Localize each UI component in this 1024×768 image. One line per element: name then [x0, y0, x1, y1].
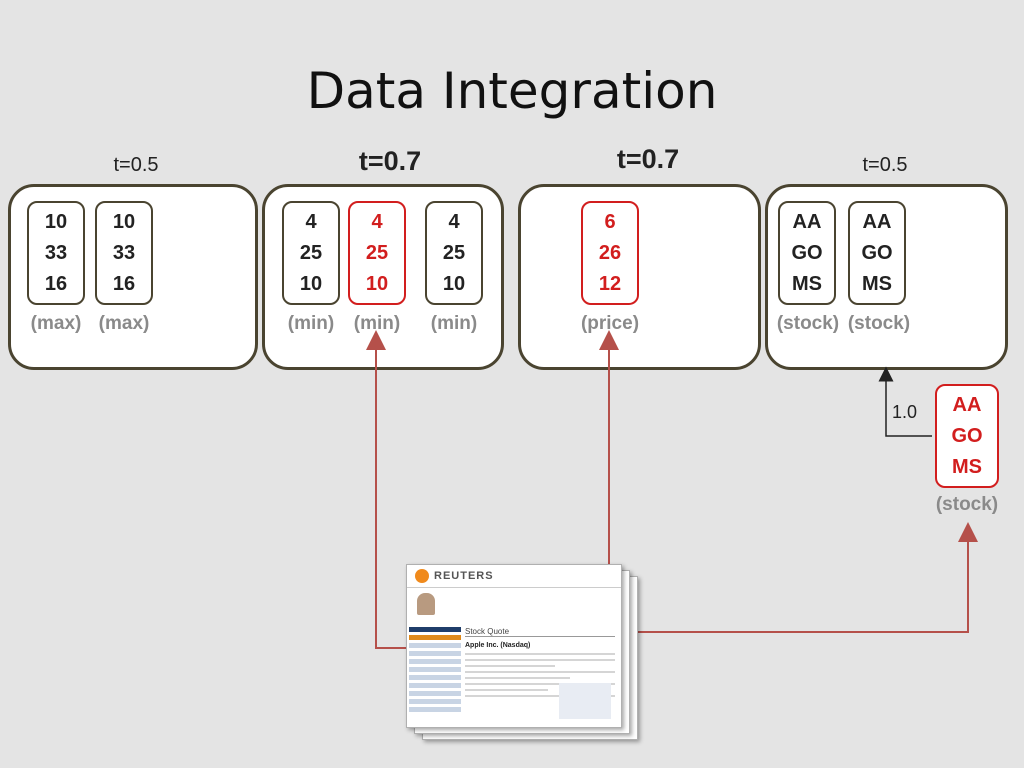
- source-value: 25: [299, 241, 323, 264]
- source-box: 10 33 16: [27, 201, 85, 305]
- source-value: 33: [112, 241, 136, 264]
- threshold-label-group-1: t=0.5: [113, 154, 159, 176]
- source-box: 4 25 10: [282, 201, 340, 305]
- source-box: 10 33 16: [95, 201, 153, 305]
- webpage-section-title: Stock Quote: [465, 627, 615, 637]
- new-stock-source-box: AA GO MS: [935, 384, 999, 488]
- attribute-label: (stock): [776, 313, 840, 334]
- source-value: 33: [44, 241, 68, 264]
- webpage-header: REUTERS: [407, 565, 621, 588]
- data-item-group-min: 4 25 10 4 25 10 4 25 10 (min) (min) (min…: [262, 184, 504, 370]
- source-value: 10: [44, 210, 68, 233]
- source-value: GO: [791, 241, 823, 264]
- attribute-label: (max): [98, 313, 150, 334]
- webpage-content: Stock Quote Apple Inc. (Nasdaq): [465, 627, 615, 723]
- source-value: 25: [365, 241, 389, 264]
- slide-title: Data Integration: [306, 62, 718, 120]
- source-value: 4: [448, 210, 460, 233]
- source-value: MS: [792, 272, 822, 295]
- attribute-label: (min): [353, 313, 401, 334]
- author-avatar: [417, 593, 435, 615]
- attribute-label: (stock): [847, 313, 911, 334]
- arrow-to-min-source: [366, 330, 408, 649]
- attribute-label: (max): [30, 313, 82, 334]
- source-value: 4: [305, 210, 317, 233]
- source-value: 10: [299, 272, 323, 295]
- source-value: GO: [861, 241, 893, 264]
- data-item-group-price: 6 26 12 (price): [518, 184, 761, 370]
- new-source-attribute-label: (stock): [935, 494, 999, 515]
- threshold-label-group-4: t=0.5: [862, 154, 908, 176]
- edge-weight-label: 1.0: [892, 402, 918, 422]
- source-value: MS: [952, 455, 982, 478]
- attribute-label: (price): [580, 313, 640, 334]
- arrow-to-new-stock-source: [636, 522, 978, 633]
- source-value: 10: [442, 272, 466, 295]
- source-box: 4 25 10: [425, 201, 483, 305]
- attribute-label: (min): [430, 313, 478, 334]
- source-value: 10: [365, 272, 389, 295]
- source-value: 10: [112, 210, 136, 233]
- threshold-label-group-2: t=0.7: [358, 146, 422, 176]
- source-value: GO: [951, 424, 983, 447]
- source-value: 16: [112, 272, 136, 295]
- source-value: 4: [371, 210, 383, 233]
- source-value: 12: [598, 272, 622, 295]
- source-value: AA: [792, 210, 822, 233]
- webpage-brand: REUTERS: [434, 570, 494, 582]
- webpage-thumbnail: REUTERS Stock Quote Apple Inc. (Nasdaq): [406, 564, 622, 728]
- source-box: AA GO MS: [778, 201, 836, 305]
- source-value: 6: [604, 210, 616, 233]
- attribute-label: (min): [287, 313, 335, 334]
- source-value: 16: [44, 272, 68, 295]
- highlighted-source-box: 6 26 12: [581, 201, 639, 305]
- data-item-group-max: 10 33 16 10 33 16 (max) (max): [8, 184, 258, 370]
- data-item-group-stock: AA GO MS AA GO MS (stock) (stock): [765, 184, 1008, 370]
- stock-chart-thumbnail: [559, 683, 611, 719]
- source-value: MS: [862, 272, 892, 295]
- threshold-label-group-3: t=0.7: [616, 144, 680, 174]
- source-value: AA: [862, 210, 892, 233]
- webpage-company-name: Apple Inc. (Nasdaq): [465, 642, 531, 649]
- source-box: AA GO MS: [848, 201, 906, 305]
- webpage-sidebar: [409, 627, 461, 723]
- source-value: 26: [598, 241, 622, 264]
- reuters-logo-icon: [415, 569, 429, 583]
- highlighted-source-box: 4 25 10: [348, 201, 406, 305]
- source-value: AA: [952, 393, 982, 416]
- source-value: 25: [442, 241, 466, 264]
